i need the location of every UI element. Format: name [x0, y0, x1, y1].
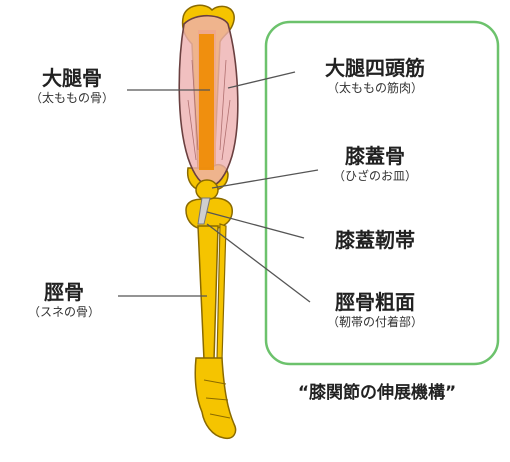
femur-label-group: 大腿骨 （太ももの骨）: [22, 66, 122, 106]
patellar-ligament-label-group: 膝蓋靭帯: [305, 228, 445, 252]
patellar-ligament-label: 膝蓋靭帯: [335, 228, 415, 252]
tibia-bone: [197, 225, 219, 369]
tibial-tuberosity-label: 脛骨粗面: [335, 290, 415, 314]
quadriceps-leader: [227, 71, 296, 89]
diagram-caption: “膝関節の伸展機構”: [297, 383, 457, 403]
foot-bones: [194, 357, 237, 440]
tibial-tuberosity-leader: [206, 223, 311, 303]
quadriceps-muscle: [178, 14, 239, 187]
tibial-tuberosity-label-group: 脛骨粗面 （靭帯の付着部）: [300, 290, 450, 330]
femur-sublabel: （太ももの骨）: [29, 91, 114, 105]
tibia-sublabel: （スネの骨）: [27, 305, 100, 319]
femur-label: 大腿骨: [42, 66, 102, 90]
tibia-label: 脛骨: [44, 280, 84, 304]
patella-leader: [211, 169, 319, 189]
fibula-bone: [216, 223, 227, 361]
patellar-ligament-leader: [206, 211, 305, 239]
patella-sublabel: （ひざのお皿）: [332, 169, 417, 183]
quadriceps-label-group: 大腿四頭筋 （太ももの筋肉）: [290, 56, 460, 96]
quadriceps-label: 大腿四頭筋: [325, 56, 425, 80]
patellar-ligament: [197, 197, 211, 225]
patella-bone: [195, 179, 219, 201]
patella-label: 膝蓋骨: [345, 144, 405, 168]
patella-label-group: 膝蓋骨 （ひざのお皿）: [305, 144, 445, 184]
tibia-label-group: 脛骨 （スネの骨）: [14, 280, 114, 320]
tibial-tuberosity-sublabel: （靭帯の付着部）: [326, 315, 423, 329]
group-box: [264, 20, 500, 366]
quadriceps-sublabel: （太ももの筋肉）: [326, 81, 423, 95]
